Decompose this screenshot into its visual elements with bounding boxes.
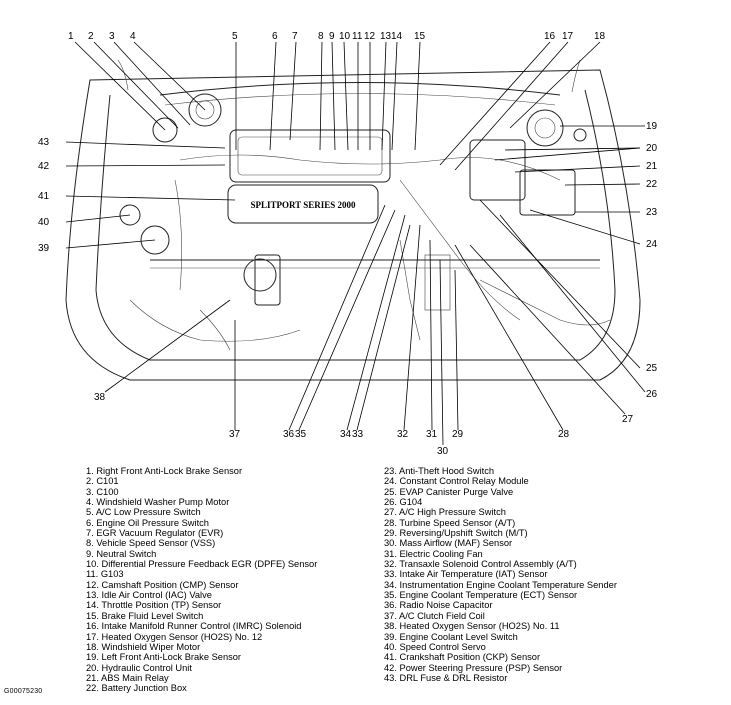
callout-16: 16: [544, 31, 556, 42]
callout-36: 36: [283, 429, 295, 440]
callout-21: 21: [646, 161, 658, 172]
legend-item: 7. EGR Vacuum Regulator (EVR): [86, 528, 224, 539]
legend-item: 11. G103: [86, 569, 124, 580]
callout-leaders: [65, 41, 646, 446]
callout-14: 14: [391, 31, 403, 42]
callout-11: 11: [352, 31, 363, 42]
legend-item: 15. Brake Fluid Level Switch: [86, 610, 204, 621]
callout-37: 37: [229, 429, 241, 440]
callout-33: 33: [352, 429, 364, 440]
callout-numbers: 1 2 3 4 5 6 7 8 9 10 11 12 13 14 15 16 1…: [38, 31, 658, 457]
callout-24: 24: [646, 239, 658, 250]
legend-item: 16. Intake Manifold Runner Control (IMRC…: [86, 621, 302, 632]
callout-34: 34: [340, 429, 352, 440]
legend-item: 20. Hydraulic Control Unit: [86, 662, 192, 673]
callout-9: 9: [329, 31, 335, 42]
legend-item: 26. G104: [384, 497, 423, 508]
legend-item: 22. Battery Junction Box: [86, 683, 187, 694]
callout-43: 43: [38, 137, 50, 148]
legend-column-left: 1. Right Front Anti-Lock Brake Sensor 2.…: [86, 466, 317, 694]
callout-4: 4: [130, 31, 136, 42]
legend-item: 25. EVAP Canister Purge Valve: [384, 486, 514, 497]
legend-item: 41. Crankshaft Position (CKP) Sensor: [384, 652, 541, 663]
intake-manifold-label: SPLITPORT SERIES 2000: [250, 200, 356, 210]
callout-20: 20: [646, 143, 658, 154]
callout-30: 30: [437, 446, 449, 457]
callout-19: 19: [646, 121, 658, 132]
callout-39: 39: [38, 243, 50, 254]
legend-item: 1. Right Front Anti-Lock Brake Sensor: [86, 466, 243, 476]
legend-item: 39. Engine Coolant Level Switch: [384, 631, 518, 642]
legend-item: 34. Instrumentation Engine Coolant Tempe…: [384, 579, 617, 590]
callout-8: 8: [318, 31, 324, 42]
legend-item: 21. ABS Main Relay: [86, 672, 169, 683]
callout-7: 7: [292, 31, 298, 42]
legend-item: 37. A/C Clutch Field Coil: [384, 610, 485, 621]
legend-item: 42. Power Steering Pressure (PSP) Sensor: [384, 662, 563, 673]
callout-12: 12: [364, 31, 376, 42]
callout-2: 2: [88, 31, 94, 42]
legend-item: 38. Heated Oxygen Sensor (HO2S) No. 11: [384, 621, 560, 632]
engine-compartment-drawing: SPLITPORT SERIES 2000: [65, 59, 641, 381]
legend-item: 35. Engine Coolant Temperature (ECT) Sen…: [384, 590, 578, 601]
callout-42: 42: [38, 161, 50, 172]
callout-32: 32: [397, 429, 409, 440]
legend-item: 14. Throttle Position (TP) Sensor: [86, 600, 222, 611]
callout-6: 6: [272, 31, 278, 42]
callout-15: 15: [414, 31, 426, 42]
callout-23: 23: [646, 207, 658, 218]
legend-item: 18. Windshield Wiper Motor: [86, 641, 201, 652]
callout-28: 28: [558, 429, 570, 440]
callout-31: 31: [426, 429, 438, 440]
callout-38: 38: [94, 392, 106, 403]
legend-item: 28. Turbine Speed Sensor (A/T): [384, 517, 516, 528]
legend-item: 29. Reversing/Upshift Switch (M/T): [384, 528, 528, 539]
legend-item: 43. DRL Fuse & DRL Resistor: [384, 672, 508, 683]
callout-25: 25: [646, 363, 658, 374]
legend-column-right: 23. Anti-Theft Hood Switch 24. Constant …: [384, 466, 617, 683]
legend-item: 17. Heated Oxygen Sensor (HO2S) No. 12: [86, 631, 263, 642]
legend-item: 19. Left Front Anti-Lock Brake Sensor: [86, 652, 242, 663]
legend-item: 3. C100: [86, 486, 119, 497]
legend-item: 36. Radio Noise Capacitor: [384, 600, 493, 611]
callout-10: 10: [339, 31, 351, 42]
callout-35: 35: [295, 429, 307, 440]
legend-item: 30. Mass Airflow (MAF) Sensor: [384, 538, 513, 549]
legend-item: 31. Electric Cooling Fan: [384, 548, 483, 559]
callout-40: 40: [38, 217, 50, 228]
engine-label: SPLITPORT SERIES 2000: [250, 200, 356, 210]
callout-41: 41: [38, 191, 50, 202]
callout-29: 29: [452, 429, 464, 440]
callout-27: 27: [622, 414, 634, 425]
legend-item: 4. Windshield Washer Pump Motor: [86, 497, 230, 508]
callout-22: 22: [646, 179, 658, 190]
legend-item: 32. Transaxle Solenoid Control Assembly …: [384, 559, 577, 570]
legend-item: 33. Intake Air Temperature (IAT) Sensor: [384, 569, 548, 580]
callout-26: 26: [646, 389, 658, 400]
legend-item: 8. Vehicle Speed Sensor (VSS): [86, 538, 216, 549]
legend-item: 23. Anti-Theft Hood Switch: [384, 466, 495, 476]
legend-item: 10. Differential Pressure Feedback EGR (…: [86, 559, 318, 570]
callout-3: 3: [109, 31, 115, 42]
callout-5: 5: [232, 31, 238, 42]
legend-item: 27. A/C High Pressure Switch: [384, 507, 506, 518]
callout-1: 1: [68, 31, 74, 42]
legend-item: 40. Speed Control Servo: [384, 641, 486, 652]
legend-item: 6. Engine Oil Pressure Switch: [86, 517, 209, 528]
callout-18: 18: [594, 31, 606, 42]
figure-code: G00075230: [4, 688, 43, 695]
legend-item: 2. C101: [86, 476, 119, 487]
legend-item: 13. Idle Air Control (IAC) Valve: [86, 590, 212, 601]
callout-17: 17: [562, 31, 574, 42]
legend-item: 5. A/C Low Pressure Switch: [86, 507, 201, 518]
legend-item: 24. Constant Control Relay Module: [384, 476, 529, 487]
callout-13: 13: [380, 31, 392, 42]
legend-item: 12. Camshaft Position (CMP) Sensor: [86, 579, 239, 590]
engine-compartment-diagram: SPLITPORT SERIES 2000: [38, 31, 658, 457]
legend-item: 9. Neutral Switch: [86, 548, 157, 559]
